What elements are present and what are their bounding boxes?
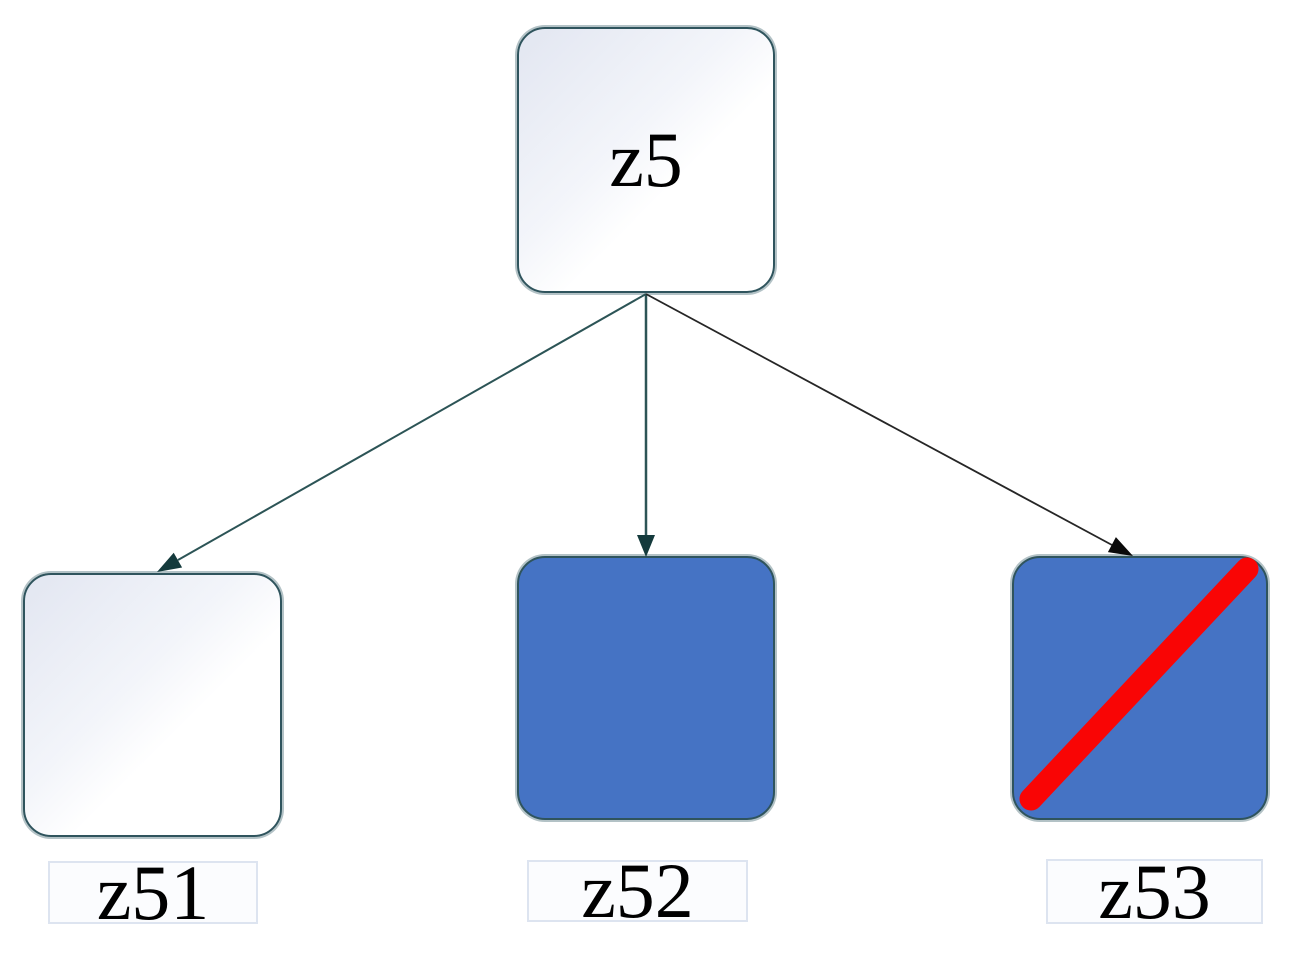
label-tag-z53[interactable]: z53 xyxy=(1046,852,1263,930)
edge-line xyxy=(645,293,1113,546)
node-z52[interactable] xyxy=(517,556,775,820)
label-tag-z53-text: z53 xyxy=(1098,847,1211,935)
node-z51[interactable] xyxy=(23,573,282,837)
edge-z5-z52 xyxy=(637,294,655,557)
label-tag-z52-text: z52 xyxy=(581,847,694,934)
node-z5[interactable]: z5 xyxy=(517,27,775,293)
label-tag-z52[interactable]: z52 xyxy=(527,852,748,930)
node-z5-label: z5 xyxy=(609,116,683,203)
arrowhead-icon xyxy=(157,552,183,572)
edge-z5-z53 xyxy=(645,293,1133,556)
label-tag-z51[interactable]: z51 xyxy=(48,853,258,931)
label-tag-z51-text: z51 xyxy=(96,848,210,936)
node-z53[interactable] xyxy=(1012,556,1268,820)
edge-line xyxy=(177,293,647,561)
arrowhead-icon xyxy=(637,535,655,557)
edge-z5-z51 xyxy=(157,293,647,572)
arrowhead-icon xyxy=(1107,537,1133,556)
